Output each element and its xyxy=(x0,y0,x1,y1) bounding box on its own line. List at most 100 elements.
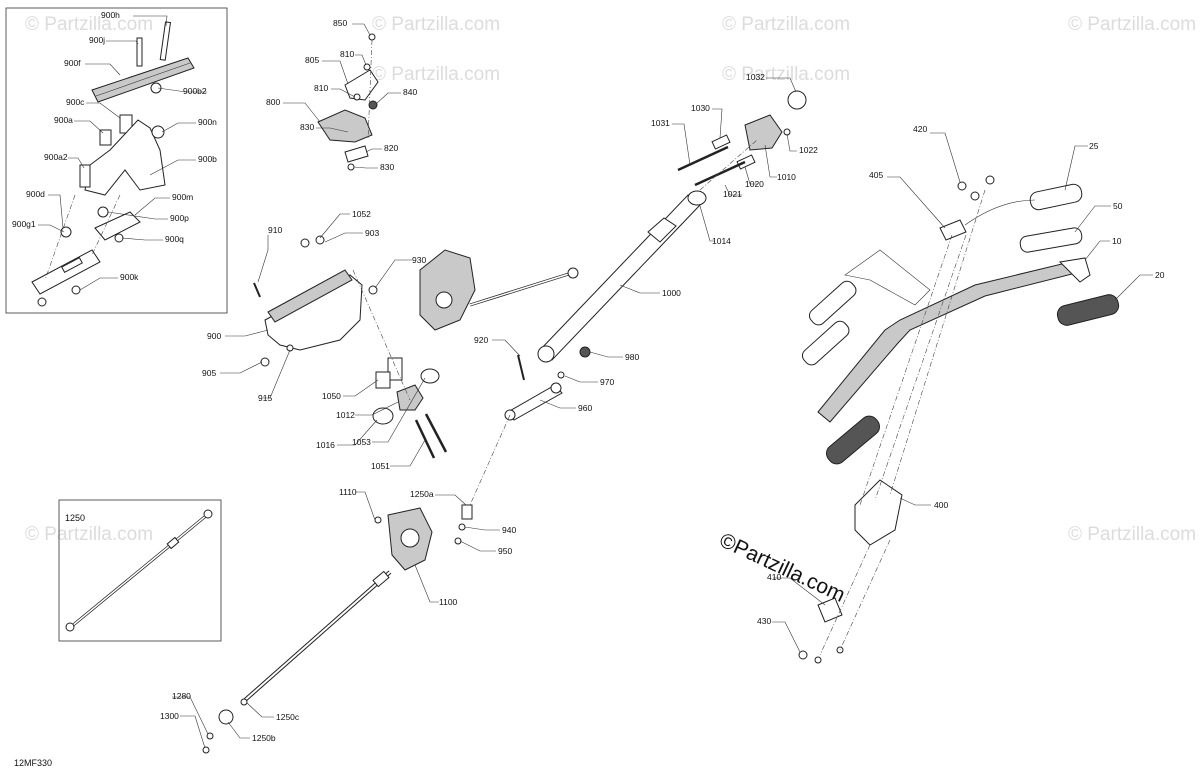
callout-950: 950 xyxy=(498,546,512,556)
callout-900f: 900f xyxy=(64,58,81,68)
grip-50 xyxy=(1019,227,1083,253)
callout-900k: 900k xyxy=(120,272,139,282)
bracket-900-exploded xyxy=(31,21,195,307)
callout-1250b: 1250b xyxy=(252,733,276,743)
nut-1250c xyxy=(240,698,248,706)
steering-arm-960 xyxy=(469,346,591,506)
callout-1021: 1021 xyxy=(723,189,742,199)
watermark: © Partzilla.com xyxy=(25,14,153,35)
sleeve-1020 xyxy=(736,154,756,170)
handlebar-10 xyxy=(817,261,1081,423)
watermark: © Partzilla.com xyxy=(372,64,500,85)
watermark: © Partzilla.com xyxy=(372,14,500,35)
callout-410: 410 xyxy=(767,572,781,582)
callout-1010: 1010 xyxy=(777,172,796,182)
watermark: © Partzilla.com xyxy=(1068,524,1196,545)
callout-25: 25 xyxy=(1089,141,1099,151)
ring-1053 xyxy=(420,368,440,384)
callout-1100: 1100 xyxy=(439,597,458,607)
grip-20 xyxy=(1056,294,1120,326)
plate-900f xyxy=(91,57,195,103)
callout-900h: 900h xyxy=(101,10,120,20)
callout-840: 840 xyxy=(403,87,417,97)
bolt-920 xyxy=(517,354,525,381)
bolt-1021 xyxy=(694,160,746,187)
callout-900m: 900m xyxy=(172,192,193,202)
nut-1280 xyxy=(206,732,214,740)
clamp-1010 xyxy=(744,114,783,151)
nut-910 xyxy=(300,238,310,248)
callout-900d: 900d xyxy=(26,189,45,199)
bolt-830 xyxy=(347,163,355,171)
spacer-900a xyxy=(99,129,112,146)
tie-rod-1250 xyxy=(65,509,213,632)
callout-900c: 900c xyxy=(66,97,85,107)
washer-915 xyxy=(286,344,294,352)
bolt-420 xyxy=(957,181,967,191)
callout-430: 430 xyxy=(757,616,771,626)
callout-1250c: 1250c xyxy=(276,712,300,722)
callout-1022: 1022 xyxy=(799,145,818,155)
leader-lines xyxy=(38,15,1153,749)
spacer-900a2 xyxy=(79,164,91,188)
callout-970: 970 xyxy=(600,377,614,387)
callout-400: 400 xyxy=(934,500,948,510)
callout-903: 903 xyxy=(365,228,379,238)
callout-850: 850 xyxy=(333,18,347,28)
washer-905 xyxy=(260,357,270,367)
callout-800: 800 xyxy=(266,97,280,107)
watermark: © Partzilla.com xyxy=(1068,14,1196,35)
washer-1300 xyxy=(202,746,210,754)
callout-900a2: 900a2 xyxy=(44,152,68,162)
bolt-1031 xyxy=(677,145,729,172)
nut-900p xyxy=(97,206,109,218)
watermark: © Partzilla.com xyxy=(722,64,850,85)
callout-830: 830 xyxy=(380,162,394,172)
callout-1300: 1300 xyxy=(160,711,179,721)
clamp-405 xyxy=(939,219,967,241)
callout-1032: 1032 xyxy=(746,72,765,82)
bolt-1051 xyxy=(414,419,436,459)
steering-plate-800 xyxy=(317,33,379,171)
callout-1000: 1000 xyxy=(662,288,681,298)
column-tube xyxy=(539,194,701,361)
inset-1250-title: 1250 xyxy=(65,513,85,523)
callout-1051: 1051 xyxy=(371,461,390,471)
nut-840 xyxy=(368,100,378,110)
callout-1031: 1031 xyxy=(651,118,670,128)
callout-910: 910 xyxy=(268,225,282,235)
clamp-1012 xyxy=(396,384,424,411)
nut-900b2 xyxy=(150,82,162,94)
bolt-900j xyxy=(136,37,143,67)
pivot-housing xyxy=(419,249,579,331)
callouts: 900h 900j 900f 900c 900b2 900a 900n 900a… xyxy=(12,10,1165,743)
bolt-1110 xyxy=(374,516,382,524)
callout-1050: 1050 xyxy=(322,391,341,401)
washer-900k xyxy=(71,285,81,295)
bolt-900h xyxy=(159,21,172,61)
inset-box-1250 xyxy=(58,499,222,642)
link-900m xyxy=(94,211,141,241)
callout-900n: 900n xyxy=(198,117,217,127)
nut-940 xyxy=(458,523,466,531)
callout-805: 805 xyxy=(305,55,319,65)
callout-405: 405 xyxy=(869,170,883,180)
washer-950 xyxy=(454,537,462,545)
nut-980 xyxy=(579,346,591,358)
end-1250a xyxy=(461,504,473,520)
callout-830: 830 xyxy=(300,122,314,132)
callout-1052: 1052 xyxy=(352,209,371,219)
callout-900j: 900j xyxy=(89,35,105,45)
inset-box-900 xyxy=(5,7,228,314)
lower-steering-1100 xyxy=(202,504,473,754)
partzilla-overlay: ©Partzilla.com xyxy=(716,529,849,607)
callout-810: 810 xyxy=(314,83,328,93)
lower-column-1050 xyxy=(352,269,448,459)
callout-900a: 900a xyxy=(54,115,73,125)
watermark: © Partzilla.com xyxy=(722,14,850,35)
washer-900q xyxy=(114,233,124,243)
callout-1012: 1012 xyxy=(336,410,355,420)
ring-1032 xyxy=(787,90,807,110)
ring-1016 xyxy=(372,407,394,425)
callout-420: 420 xyxy=(913,124,927,134)
